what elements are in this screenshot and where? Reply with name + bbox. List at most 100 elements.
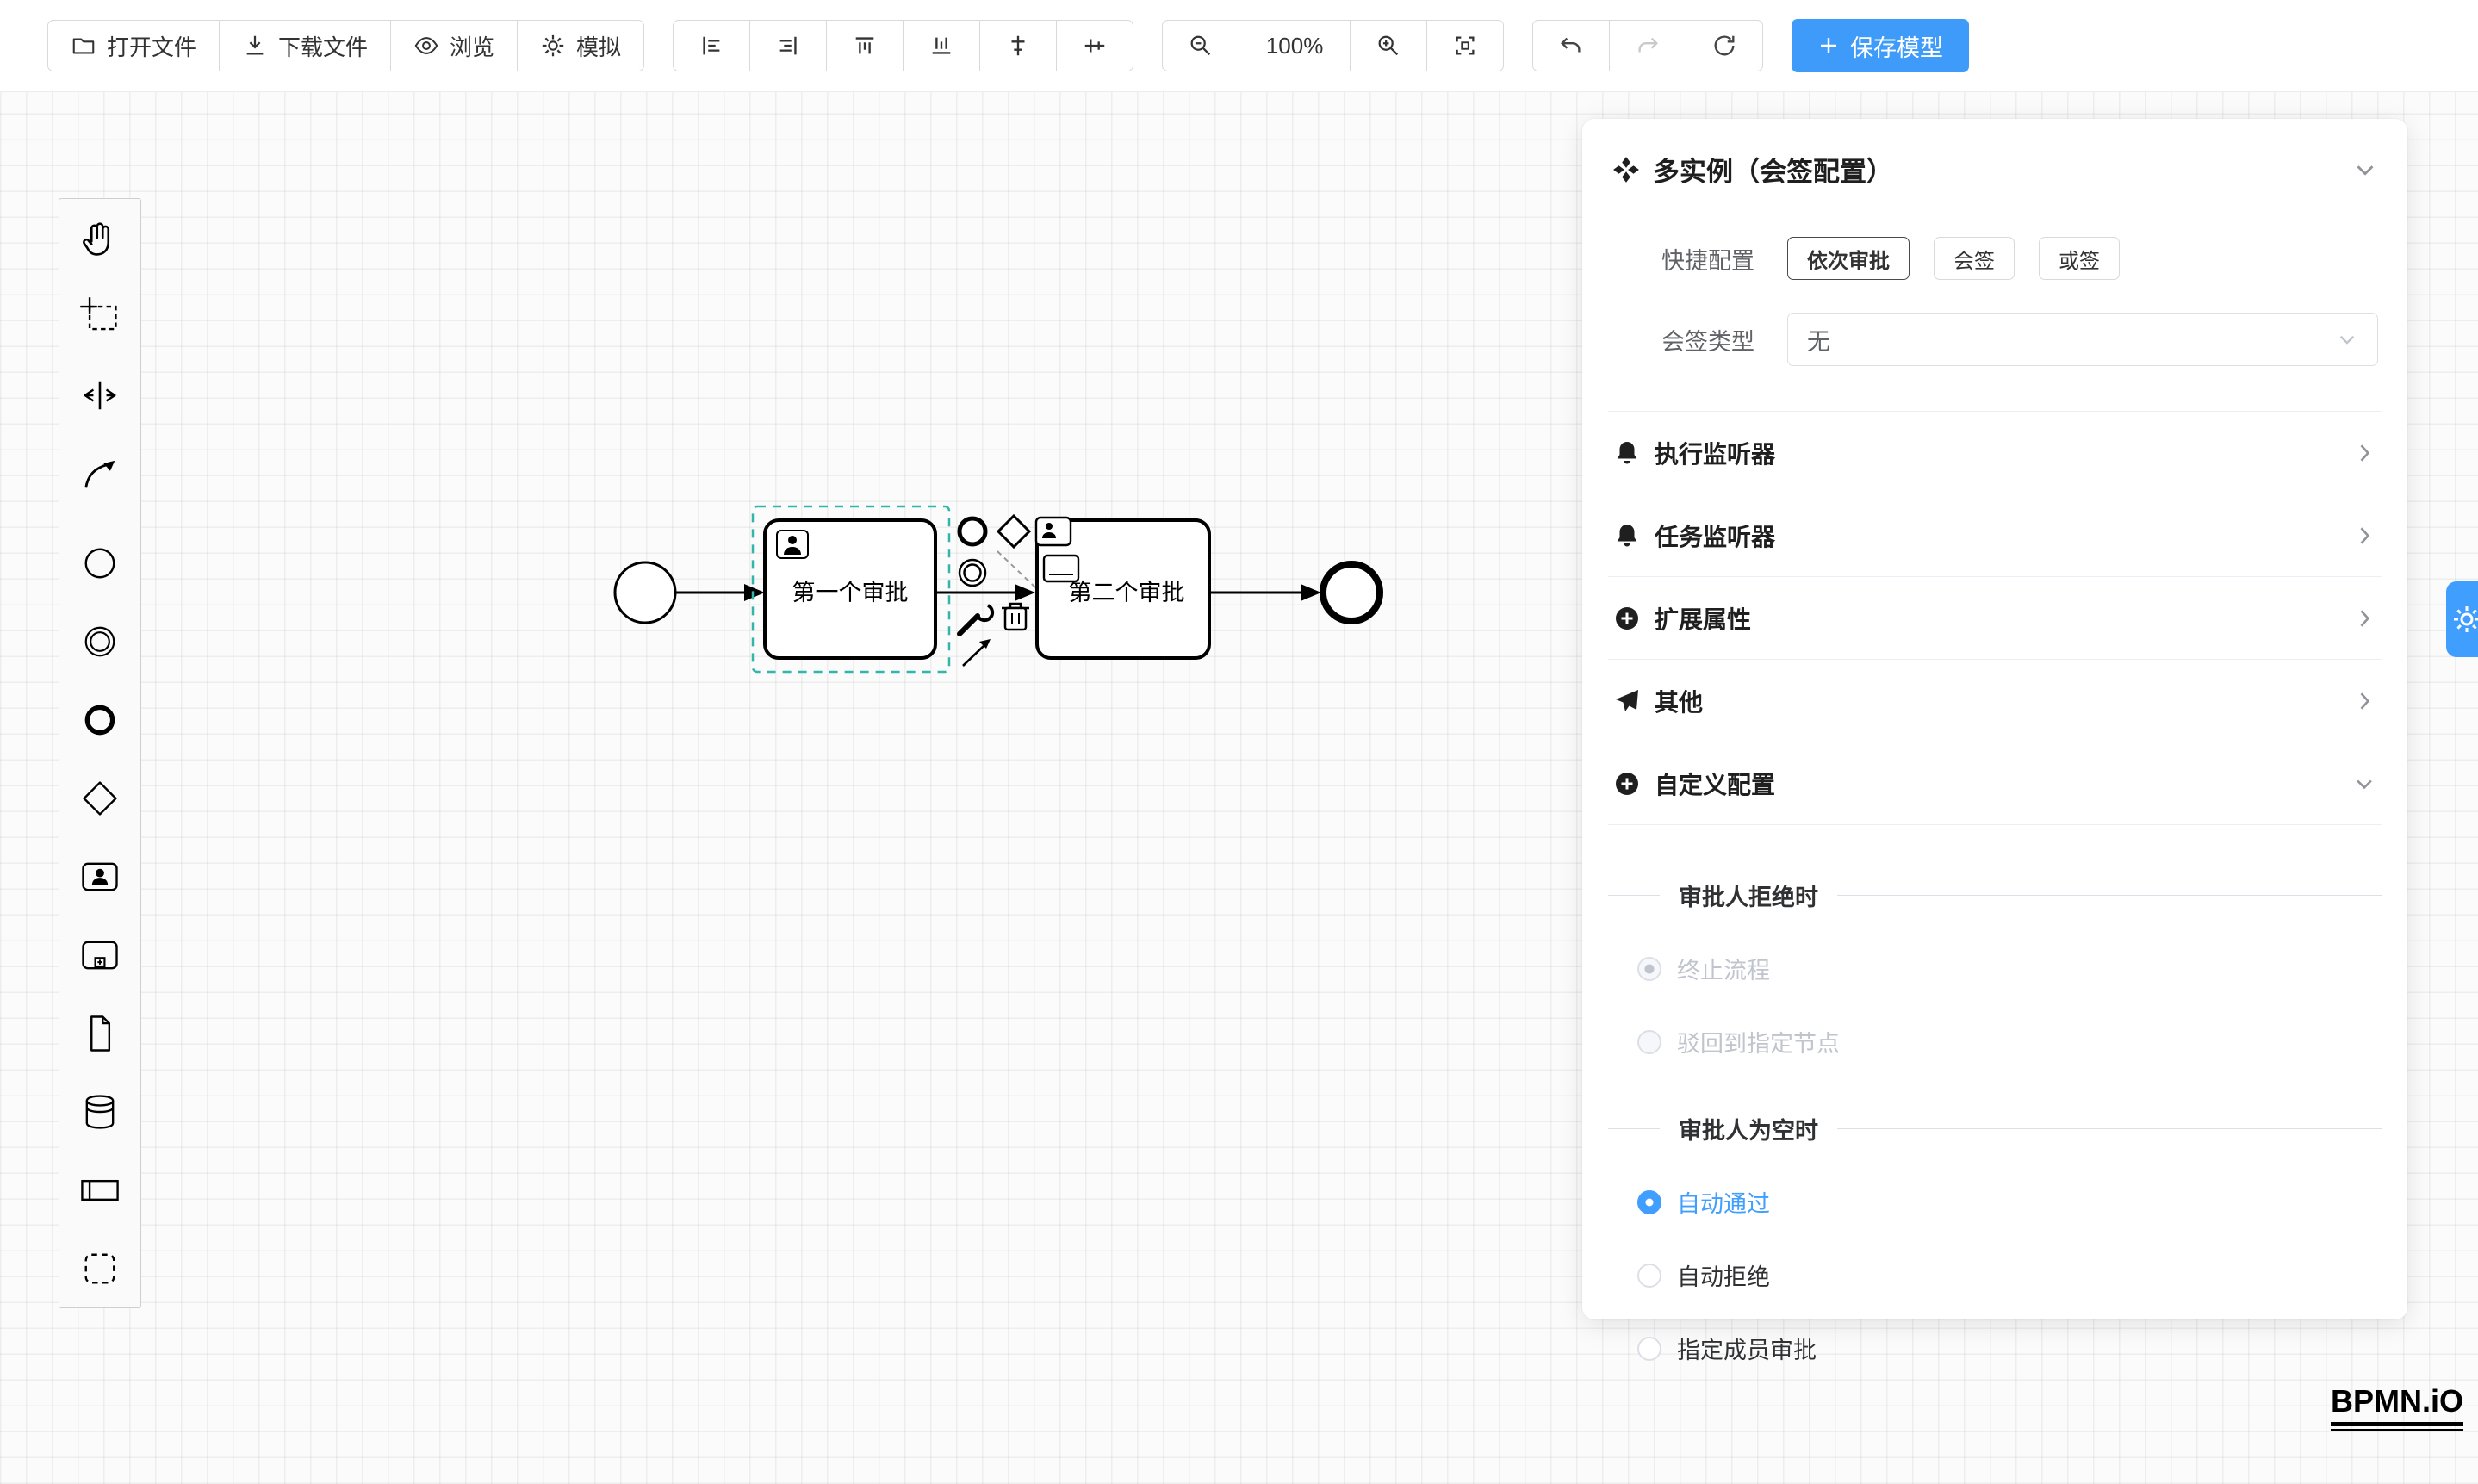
hand-tool[interactable] [59, 199, 140, 277]
task-first-approval[interactable]: 第一个审批 [763, 518, 937, 660]
section-label: 任务监听器 [1655, 523, 1776, 550]
append-gateway-icon[interactable] [996, 513, 1032, 550]
panel-toggle-tab[interactable] [2446, 581, 2478, 657]
align-top-button[interactable] [826, 20, 904, 71]
radio-button[interactable] [1637, 1336, 1661, 1361]
zoom-out-icon [1190, 35, 1211, 56]
sequence-flow-2[interactable] [935, 584, 1035, 601]
connect-arrow-icon[interactable] [962, 639, 991, 667]
radio-button [1637, 1029, 1661, 1054]
create-group[interactable] [59, 1229, 140, 1307]
undo-button[interactable] [1532, 20, 1611, 71]
align-left-button[interactable] [673, 20, 751, 71]
sequence-flow-3[interactable] [1209, 584, 1321, 601]
panel-sections: 执行监听器 任务监听器 扩展属性 其他 [1608, 411, 2382, 825]
reset-zoom-button[interactable] [1686, 20, 1764, 71]
append-user-task-icon[interactable] [1034, 516, 1072, 547]
end-event-shape[interactable] [1320, 561, 1383, 624]
undo-icon [1561, 37, 1581, 53]
radio-button[interactable] [1637, 1189, 1661, 1214]
radio-assign-member[interactable]: 指定成员审批 [1608, 1332, 2382, 1365]
simulate-button[interactable]: 模拟 [517, 20, 645, 71]
radio-return-to-node: 驳回到指定节点 [1608, 1025, 2382, 1059]
sign-type-label: 会签类型 [1661, 328, 1754, 355]
start-event-shape[interactable] [613, 561, 677, 624]
gear-icon [2454, 606, 2478, 632]
create-intermediate-event[interactable] [59, 602, 140, 680]
radio-label: 自动通过 [1677, 1191, 1770, 1217]
eye-icon [414, 37, 438, 54]
lasso-tool-icon [80, 296, 117, 330]
sequence-flow-1[interactable] [676, 584, 765, 601]
radio-button [1637, 956, 1661, 981]
append-intermediate-event-icon[interactable] [958, 558, 987, 587]
start-event-icon [84, 548, 115, 578]
task-second-approval[interactable]: 第二个审批 [1035, 518, 1211, 660]
section-custom-config[interactable]: 自定义配置 [1608, 742, 2382, 825]
zoom-in-button[interactable] [1350, 20, 1428, 71]
multi-instance-section-header[interactable]: 多实例（会签配置） [1608, 119, 2382, 211]
task-label: 第二个审批 [1069, 580, 1185, 605]
radio-auto-reject[interactable]: 自动拒绝 [1608, 1258, 2382, 1292]
redo-icon [1638, 37, 1659, 53]
preview-button[interactable]: 浏览 [390, 20, 519, 71]
create-data-store[interactable] [59, 1072, 140, 1151]
chevron-right-icon [2360, 609, 2370, 627]
send-icon [1616, 689, 1638, 711]
append-task-icon[interactable] [1042, 554, 1080, 583]
sign-type-select[interactable]: 无 [1787, 313, 2378, 366]
task-label: 第一个审批 [792, 580, 909, 605]
sign-type-value: 无 [1807, 328, 1830, 355]
file-button-group: 打开文件 下载文件 浏览 模拟 [47, 20, 645, 71]
lasso-tool[interactable] [59, 277, 140, 356]
fit-viewport-button[interactable] [1426, 20, 1505, 71]
radio-button[interactable] [1637, 1263, 1661, 1288]
align-right-button[interactable] [749, 20, 828, 71]
align-center-horizontal-icon [1011, 35, 1025, 56]
create-gateway[interactable] [59, 759, 140, 837]
create-start-event[interactable] [59, 524, 140, 602]
chevron-right-icon [2360, 526, 2370, 544]
create-user-task[interactable] [59, 837, 140, 916]
end-event-icon [84, 705, 115, 735]
plus-circle-icon [1616, 772, 1638, 795]
download-file-button[interactable]: 下载文件 [219, 20, 392, 71]
radio-label: 终止流程 [1677, 958, 1770, 984]
section-label: 扩展属性 [1655, 605, 1752, 633]
chip-or-sign[interactable]: 或签 [2039, 237, 2120, 280]
download-file-label: 下载文件 [278, 34, 369, 60]
align-right-icon [779, 36, 797, 55]
divider-approver-rejects: 审批人拒绝时 [1608, 879, 2382, 912]
create-subprocess[interactable] [59, 916, 140, 994]
redo-button[interactable] [1609, 20, 1687, 71]
section-other[interactable]: 其他 [1608, 660, 2382, 742]
zoom-level-display[interactable]: 100% [1239, 20, 1351, 71]
open-file-button[interactable]: 打开文件 [47, 20, 220, 71]
chevron-down-icon [2339, 335, 2355, 345]
append-end-event-icon[interactable] [957, 516, 988, 547]
user-task-icon [82, 862, 118, 891]
gateway-icon [83, 780, 117, 816]
zoom-out-button[interactable] [1162, 20, 1240, 71]
global-connect-tool[interactable] [59, 434, 140, 512]
section-task-listener[interactable]: 任务监听器 [1608, 494, 2382, 577]
section-execution-listener[interactable]: 执行监听器 [1608, 412, 2382, 494]
align-center-vertical-button[interactable] [1056, 20, 1134, 71]
bpmn-io-logo[interactable]: BPMN.iO [2331, 1383, 2464, 1431]
chip-sequential-approval[interactable]: 依次审批 [1787, 237, 1910, 280]
create-participant[interactable] [59, 1151, 140, 1229]
wrench-icon[interactable] [957, 604, 995, 636]
simulate-label: 模拟 [576, 34, 622, 60]
trash-icon[interactable] [1002, 602, 1029, 631]
radio-auto-pass[interactable]: 自动通过 [1608, 1185, 2382, 1219]
save-model-button[interactable]: 保存模型 [1792, 19, 1970, 72]
panel-title: 多实例（会签配置） [1653, 157, 1893, 187]
create-end-event[interactable] [59, 680, 140, 759]
align-center-horizontal-button[interactable] [979, 20, 1058, 71]
align-bottom-button[interactable] [903, 20, 981, 71]
chip-countersign[interactable]: 会签 [1934, 237, 2015, 280]
create-data-object[interactable] [59, 994, 140, 1072]
section-extended-properties[interactable]: 扩展属性 [1608, 577, 2382, 660]
space-tool[interactable] [59, 356, 140, 434]
